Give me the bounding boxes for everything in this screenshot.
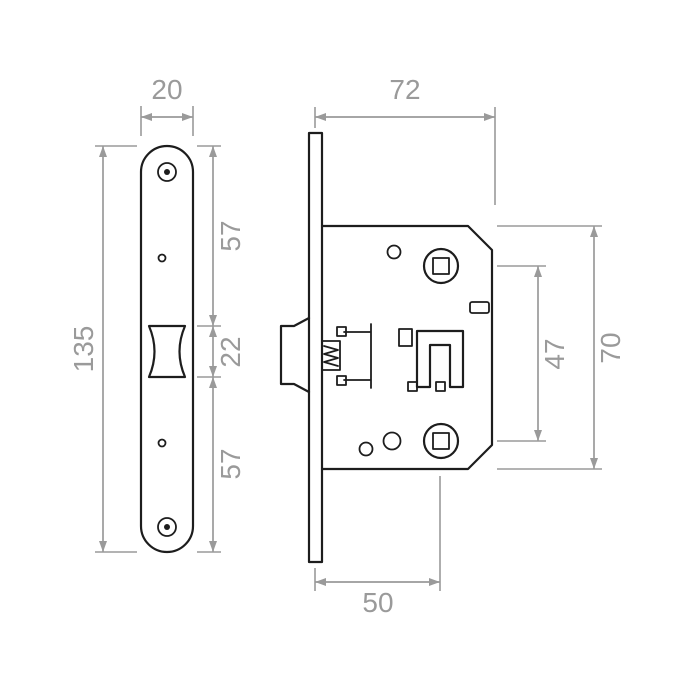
case-outline: [320, 224, 494, 471]
pin-hole-upper: [157, 253, 167, 263]
follower-fork: [415, 329, 465, 389]
spindle-square-top: [432, 257, 450, 275]
latch-bolt: [279, 316, 311, 394]
lock-body-side-view: [279, 131, 494, 564]
dim-label-backset: 50: [362, 587, 393, 618]
latch-tail-bracket: [343, 323, 372, 389]
faceplate-front-view: [139, 144, 195, 554]
dim-follower-centers: 47: [497, 265, 570, 442]
dimensions: 20 135 57 22 57 72: [68, 74, 626, 618]
dim-label-follower-centers: 47: [539, 338, 570, 369]
dim-label-case-depth: 72: [389, 74, 420, 105]
screw-hole-top: [157, 162, 177, 182]
dim-case-height: 70: [497, 225, 626, 470]
dim-faceplate-width: 20: [140, 74, 194, 136]
dim-ext-lines: [95, 145, 137, 553]
dim-label-case-height: 70: [595, 332, 626, 363]
fork-foot-left: [407, 381, 418, 392]
screw-hole-bottom: [157, 517, 177, 537]
dim-label-upper-segment: 57: [215, 220, 246, 251]
fixing-hole-bottom: [382, 431, 402, 451]
stop-slot: [469, 301, 490, 314]
pin-hole-lower: [157, 438, 167, 448]
faceplate-outline: [139, 144, 195, 554]
dim-ext-lines: [140, 106, 194, 136]
spindle-square-bottom: [432, 432, 450, 450]
dim-ext-lines: [314, 107, 496, 205]
screw-hole-bottom-center: [164, 524, 170, 530]
dim-faceplate-height: 135: [68, 145, 137, 553]
fixing-hole-bottom-small: [358, 441, 374, 457]
dim-label-latch-segment: 22: [215, 336, 246, 367]
lever-block: [398, 328, 413, 347]
dim-label-faceplate-height: 135: [68, 326, 99, 373]
spring-box: [321, 340, 341, 371]
dim-ext-lines: [497, 225, 602, 470]
dim-faceplate-segments: 57 22 57: [197, 145, 246, 553]
bracket-tab-top: [336, 326, 347, 337]
latch-cutout: [147, 324, 187, 379]
dim-ext-lines: [314, 476, 441, 591]
fixing-hole-top: [386, 244, 402, 260]
faceplate-edge: [307, 131, 324, 564]
dim-label-lower-segment: 57: [215, 448, 246, 479]
bracket-tab-bottom: [336, 375, 347, 386]
fork-foot-right: [435, 381, 446, 392]
dim-label-faceplate-width: 20: [151, 74, 182, 105]
screw-hole-top-center: [164, 169, 170, 175]
latch-spring: [323, 345, 339, 367]
dim-backset: 50: [314, 476, 441, 618]
spindle-follower-bottom: [422, 422, 460, 460]
dim-case-depth: 72: [314, 74, 496, 205]
spindle-follower-top: [422, 247, 460, 285]
